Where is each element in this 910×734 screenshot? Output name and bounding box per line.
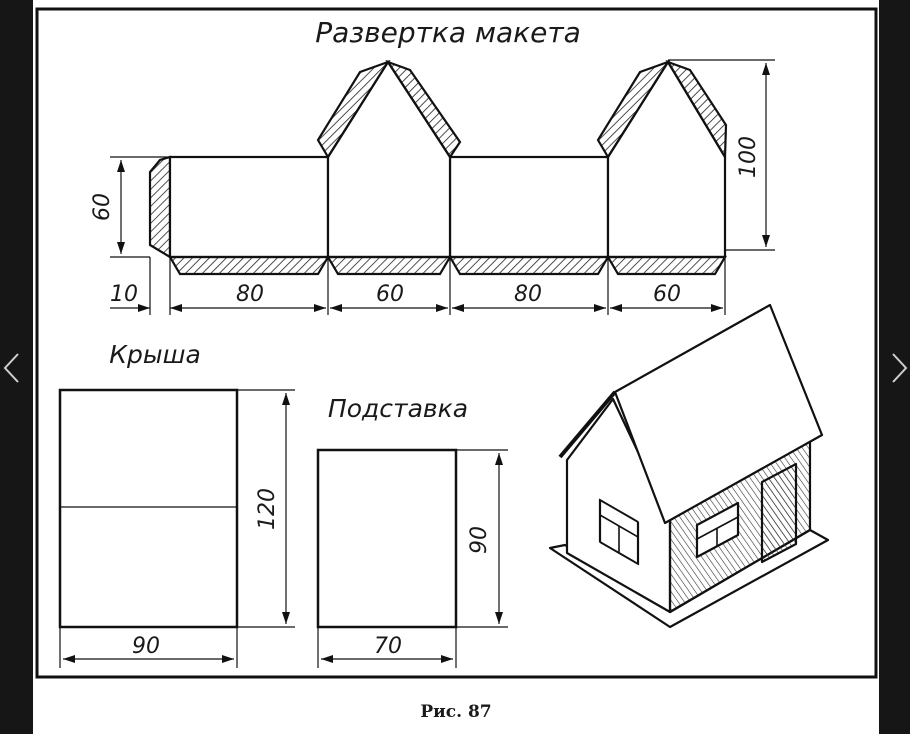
net-title: Развертка макета <box>315 16 581 49</box>
gable-height-label: 100 <box>736 136 761 178</box>
gable-1-width-label: 60 <box>376 282 404 307</box>
base-title: Подставка <box>328 394 468 423</box>
base-height-label: 90 <box>467 526 492 554</box>
figure-drawing: Развертка макета 60 100 10 80 60 80 60 К… <box>35 7 878 679</box>
roof-drawing <box>58 388 295 668</box>
scanned-page: Развертка макета 60 100 10 80 60 80 60 К… <box>33 0 879 734</box>
roof-height-label: 120 <box>255 488 280 530</box>
flap-width-label: 10 <box>110 282 138 307</box>
roof-width-label: 90 <box>132 634 160 659</box>
chevron-right-icon <box>892 353 908 383</box>
base-drawing <box>316 448 508 668</box>
unfolding-net <box>148 59 728 276</box>
next-image-button[interactable] <box>888 348 910 388</box>
net-height-label: 60 <box>90 193 115 221</box>
base-width-label: 70 <box>374 634 402 659</box>
wall-2-width-label: 80 <box>514 282 542 307</box>
isometric-house <box>548 303 830 629</box>
roof-title: Крыша <box>109 340 201 369</box>
wall-1-width-label: 80 <box>236 282 264 307</box>
gable-2-width-label: 60 <box>653 282 681 307</box>
drawing-frame <box>35 7 878 679</box>
prev-image-button[interactable] <box>2 348 24 388</box>
figure-caption: Рис. 87 <box>420 702 492 722</box>
chevron-left-icon <box>3 353 19 383</box>
